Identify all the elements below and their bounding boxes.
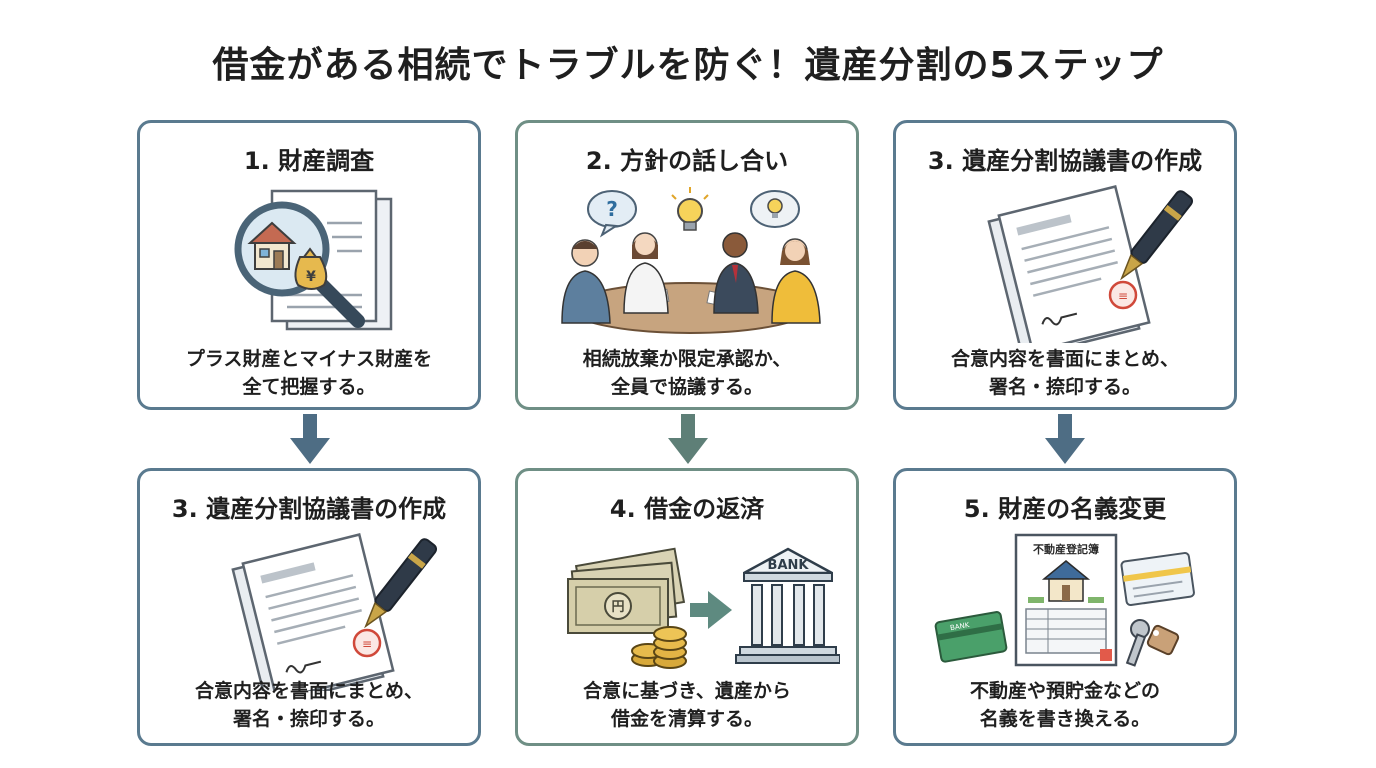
debt-repayment-illustration: 円 BANK	[567, 547, 840, 669]
svg-text:≡: ≡	[362, 637, 372, 651]
arrow-right-icon	[690, 591, 732, 629]
agreement-document-illustration: ≡	[231, 533, 438, 691]
document-icon	[231, 533, 395, 691]
discussion-illustration: ?	[561, 187, 821, 334]
asset-investigation-illustration: ¥	[234, 189, 393, 331]
step-title: 1. 財産調査	[243, 147, 375, 175]
lightbulb-bubble-icon	[750, 190, 800, 228]
fountain-pen-icon	[1120, 190, 1194, 281]
step-title: 2. 方針の話し合い	[585, 147, 789, 175]
step-card-3: 3. 遺産分割協議書の作成 ≡ 合意内容を書面にまとめ、署名・捺	[893, 120, 1237, 410]
bank-card-label: BANK	[949, 621, 970, 632]
page-title: 借金がある相続でトラブルを防ぐ！遺産分割の5ステップ	[212, 45, 1164, 86]
svg-text:?: ?	[606, 197, 618, 221]
fountain-pen-icon	[364, 538, 438, 629]
step-description: 不動産や預貯金などの名義を書き換える。	[969, 680, 1160, 730]
id-card-icon	[1120, 552, 1195, 607]
registry-document-icon: 不動産登記簿	[1014, 533, 1118, 667]
people-icon	[561, 232, 821, 324]
step-card-2: 2. 方針の話し合い ?	[515, 120, 859, 410]
lightbulb-icon	[671, 187, 709, 231]
seal-icon: ≡	[1108, 280, 1138, 310]
step-description: 相続放棄か限定承認か、全員で協議する。	[582, 348, 792, 398]
agreement-document-illustration: ≡	[987, 185, 1194, 343]
svg-text:≡: ≡	[1118, 289, 1128, 303]
step-description: 合意内容を書面にまとめ、署名・捺印する。	[194, 680, 423, 730]
svg-text:円: 円	[611, 600, 624, 615]
step-card-3-repeat: 3. 遺産分割協議書の作成 ≡ 合意内容を書面にまとめ、署名・捺	[137, 468, 481, 746]
key-icon	[1125, 619, 1180, 667]
bank-icon: BANK	[735, 547, 840, 664]
step-title: 4. 借金の返済	[609, 495, 765, 523]
step-title: 3. 遺産分割協議書の作成	[927, 147, 1203, 175]
document-icon	[987, 185, 1151, 343]
step-card-5: 5. 財産の名義変更 BANK 不動産登記簿	[893, 468, 1237, 746]
arrow-down-icon	[668, 414, 708, 464]
step-description: プラス財産とマイナス財産を全て把握する。	[185, 348, 433, 398]
arrow-down-icon	[1045, 414, 1085, 464]
step-title: 5. 財産の名義変更	[963, 495, 1167, 523]
svg-text:¥: ¥	[306, 269, 316, 285]
step-description: 合意に基づき、遺産から借金を清算する。	[583, 680, 791, 730]
registry-label: 不動産登記簿	[1033, 542, 1099, 556]
magnifier-icon: ¥	[234, 201, 365, 328]
title-transfer-illustration: BANK 不動産登記簿	[934, 533, 1195, 667]
bank-card-icon: BANK	[934, 611, 1008, 663]
step-card-4: 4. 借金の返済 円 BANK	[515, 468, 859, 746]
step-title: 3. 遺産分割協議書の作成	[171, 495, 447, 523]
banknote-icon: 円	[567, 547, 686, 634]
question-bubble-icon: ?	[587, 190, 637, 238]
house-icon	[1028, 560, 1104, 603]
seal-icon: ≡	[352, 628, 382, 658]
coin-icon	[631, 626, 687, 669]
house-icon	[247, 221, 297, 270]
money-bag-icon: ¥	[294, 247, 328, 290]
step-description: 合意内容を書面にまとめ、署名・捺印する。	[950, 348, 1179, 398]
arrow-down-icon	[290, 414, 330, 464]
step-card-1: 1. 財産調査 ¥ プラス財	[137, 120, 481, 410]
bank-label: BANK	[768, 558, 810, 573]
